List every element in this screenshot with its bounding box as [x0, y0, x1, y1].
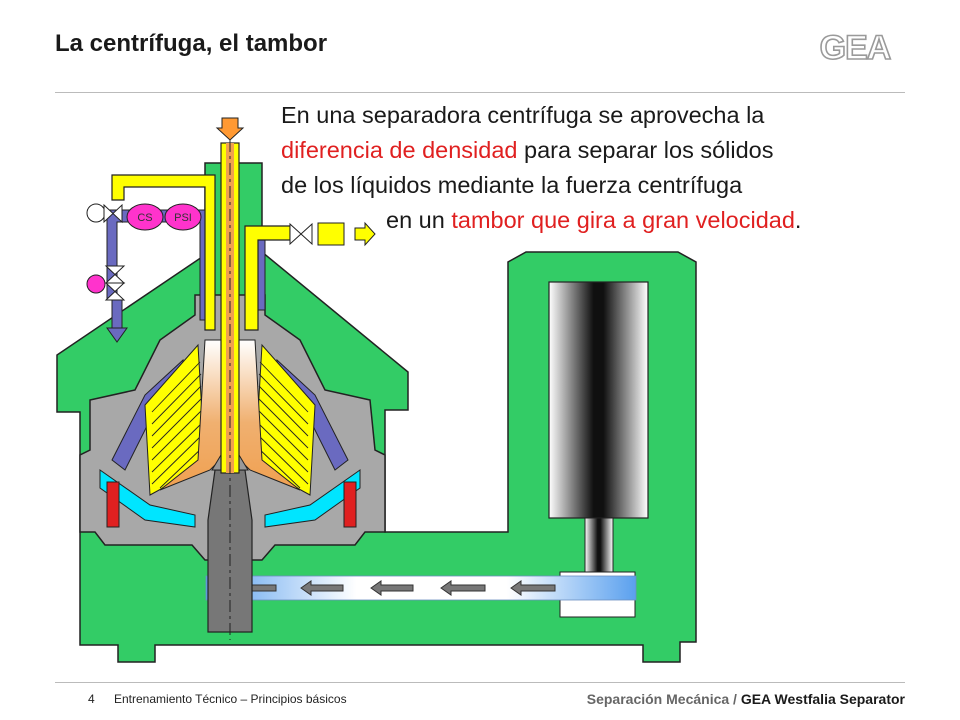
header-divider — [55, 92, 905, 93]
footer-divider — [55, 682, 905, 683]
drum-highlight: tambor que gira a gran velocidad — [451, 207, 795, 233]
description-line-4: en un tambor que gira a gran velocidad. — [281, 203, 921, 238]
cs-label: CS — [137, 212, 152, 224]
light-phase-pipe-left — [111, 174, 216, 331]
footer-brand: Separación Mecánica / GEA Westfalia Sepa… — [587, 691, 905, 707]
description-line-2-rest: para separar los sólidos — [517, 137, 774, 163]
footer-course-title: Entrenamiento Técnico – Principios básic… — [114, 692, 347, 706]
gea-logo: GEA — [819, 28, 893, 68]
heavy-phase-arrow — [106, 327, 128, 343]
description-line-2: diferencia de densidad para separar los … — [281, 133, 921, 168]
description-line-3: de los líquidos mediante la fuerza centr… — [281, 172, 743, 198]
page-number: 4 — [88, 692, 95, 706]
valve-top — [103, 203, 123, 224]
outlet-arrow — [354, 221, 376, 247]
outlet-nozzle — [317, 222, 345, 246]
density-highlight: diferencia de densidad — [281, 137, 518, 163]
seal-left — [106, 481, 120, 528]
svg-text:GEA: GEA — [820, 29, 891, 67]
description-line-4-post: . — [794, 207, 802, 233]
description-line-4-pre: en un — [386, 207, 452, 233]
footer-brand-section: Separación Mecánica / — [586, 691, 741, 707]
psi-sensor — [164, 203, 202, 231]
description: En una separadora centrífuga se aprovech… — [281, 98, 921, 238]
page-title: La centrífuga, el tambor — [55, 30, 328, 57]
cs-sensor — [126, 203, 164, 231]
footer-brand-company: GEA Westfalia Separator — [740, 691, 905, 707]
seal-right — [343, 481, 357, 528]
description-line-1: En una separadora centrífuga se aprovech… — [281, 102, 765, 128]
valve-low — [104, 282, 126, 301]
outlet-valve — [289, 222, 313, 246]
motor-shaft — [584, 517, 614, 574]
liquid-channel-right — [264, 469, 361, 528]
drive-belt — [205, 575, 637, 601]
heavy-phase-pipe — [111, 299, 123, 331]
motor — [548, 281, 649, 519]
inlet-arrow — [215, 117, 245, 141]
sensor-dot — [86, 274, 106, 294]
liquid-channel-left — [99, 469, 196, 528]
psi-label: PSI — [174, 212, 192, 224]
valve-gauge-top — [86, 203, 106, 223]
